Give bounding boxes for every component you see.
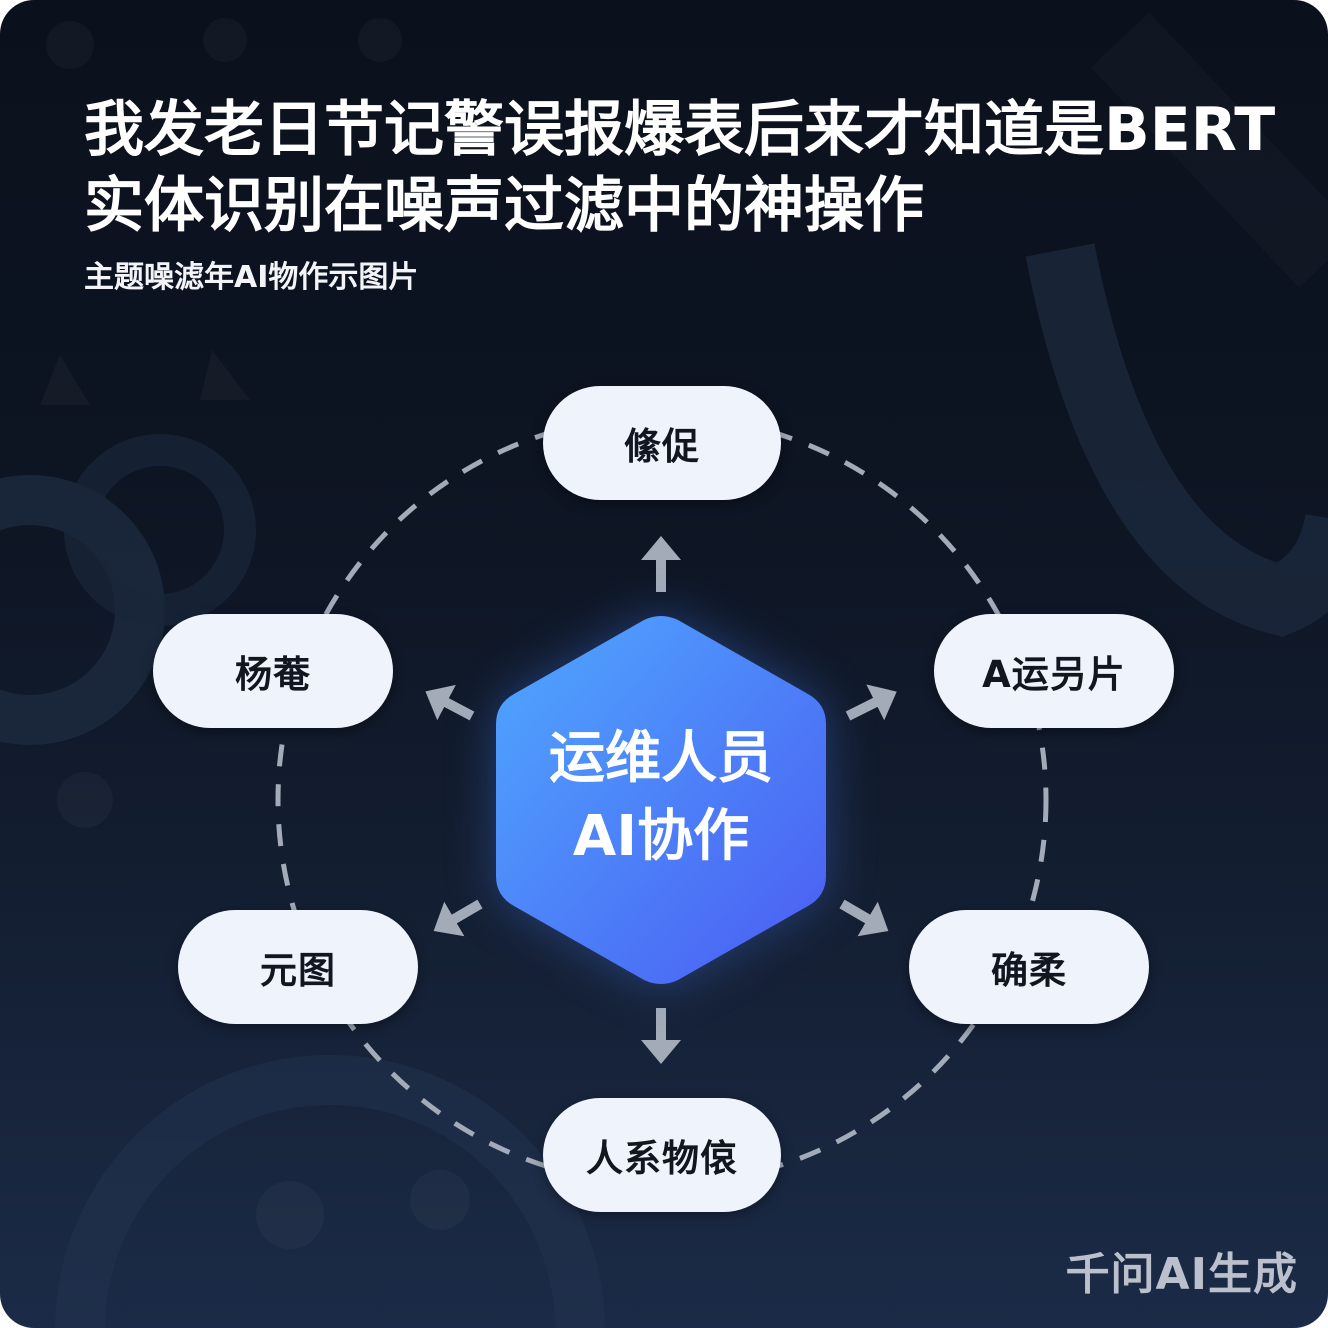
node-top: 絛促 <box>543 386 781 500</box>
page-title: 我发老日节记警误报爆表后来才知道是BERT 实体识别在噪声过滤中的神操作 <box>84 92 1284 244</box>
title-line-2: 实体识别在噪声过滤中的神操作 <box>84 171 924 241</box>
node-lower-left: 元图 <box>178 910 418 1024</box>
node-lower-right: 确柔 <box>909 910 1149 1024</box>
center-label: 运维人员 AI协作 <box>496 720 826 876</box>
center-hexagon <box>496 614 826 986</box>
node-label: 杨菴 <box>235 653 311 696</box>
arrow-lower-left-icon <box>433 899 483 937</box>
node-upper-right: A运叧片 <box>934 614 1174 728</box>
node-label: 人系物偯 <box>586 1137 738 1180</box>
center-label-line-2: AI协作 <box>572 804 750 869</box>
arrow-upper-right-icon <box>845 684 897 721</box>
node-label: 元图 <box>260 949 336 992</box>
arrow-lower-right-icon <box>839 899 889 937</box>
watermark: 千问AI生成 <box>1065 1249 1298 1300</box>
arrow-upper-left-icon <box>425 684 475 721</box>
node-label: 确柔 <box>991 949 1067 992</box>
center-label-line-1: 运维人员 <box>549 726 773 791</box>
node-bottom: 人系物偯 <box>543 1098 781 1212</box>
subtitle: 主题噪滤年AI物作示图片 <box>84 260 419 295</box>
title-line-1: 我发老日节记警误报爆表后来才知道是BERT <box>84 95 1276 165</box>
node-label: A运叧片 <box>982 653 1126 696</box>
node-upper-left: 杨菴 <box>153 614 393 728</box>
node-label: 絛促 <box>624 425 700 468</box>
